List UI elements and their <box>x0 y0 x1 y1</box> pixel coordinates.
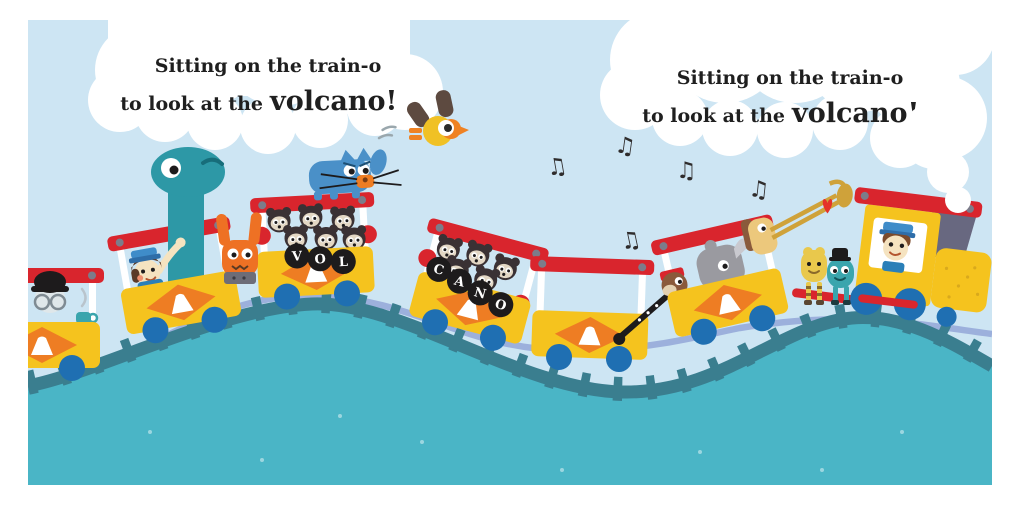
right-bubble-line2-prefix: to look at the <box>642 105 785 127</box>
cat-on-roof <box>308 125 402 201</box>
giraffe-musician <box>748 217 778 255</box>
train-car-vol: V O L <box>249 191 378 312</box>
left-bubble-line2-emphasis: volcano! <box>269 86 397 117</box>
svg-text:N: N <box>472 285 487 303</box>
rabbit-passenger <box>216 212 262 284</box>
smoke-puffs <box>901 103 971 213</box>
right-bubble-line1: Sitting on the train-o <box>677 67 904 89</box>
teal-friend-with-hat <box>827 248 854 305</box>
left-cloud <box>88 20 443 154</box>
cat-whiskers <box>319 169 402 190</box>
svg-text:A: A <box>451 273 466 291</box>
wheel-rod <box>858 294 918 309</box>
right-bubble-line2-emphasis: volcano! <box>791 98 919 129</box>
train-car-cano: C A N O <box>404 217 550 358</box>
heart-icon <box>822 199 833 214</box>
train-car-mole <box>28 268 104 381</box>
letter-disc: A <box>446 268 472 294</box>
svg-text:C: C <box>432 262 446 279</box>
bird-wing <box>406 101 430 128</box>
dinosaur-passenger <box>151 147 225 307</box>
music-note-icon: ♫ <box>676 158 697 184</box>
engine-boiler <box>930 248 992 313</box>
letter-disc: O <box>488 292 514 318</box>
left-bubble-line1: Sitting on the train-o <box>155 55 382 77</box>
music-note-icon: ♫ <box>545 153 570 182</box>
svg-text:O: O <box>493 297 508 314</box>
flying-bird <box>406 90 469 146</box>
bird-wing <box>435 90 454 118</box>
mole-passenger <box>31 271 99 324</box>
letter-disc: O <box>307 246 333 272</box>
letter-disc: C <box>426 256 452 282</box>
engine-driver <box>879 221 916 273</box>
svg-text:O: O <box>314 252 326 268</box>
clarinet <box>617 291 672 340</box>
engine-funnel <box>931 206 978 261</box>
top-hat <box>832 248 848 259</box>
hill-with-track <box>28 288 992 485</box>
svg-text:L: L <box>338 255 348 270</box>
letter-disc: V <box>284 243 310 269</box>
music-note-icon: ♫ <box>613 132 637 161</box>
left-bubble-line2-prefix: to look at the <box>120 93 263 115</box>
steam-engine <box>850 187 992 327</box>
letter-disc: L <box>330 249 356 275</box>
letter-disc: N <box>467 280 493 306</box>
friends-pair <box>792 199 858 305</box>
cat-tail <box>369 149 387 175</box>
svg-text:V: V <box>291 249 304 265</box>
music-note-icon: ♫ <box>747 176 770 204</box>
yellow-friend <box>801 247 827 305</box>
girl-and-car-body <box>119 237 245 348</box>
